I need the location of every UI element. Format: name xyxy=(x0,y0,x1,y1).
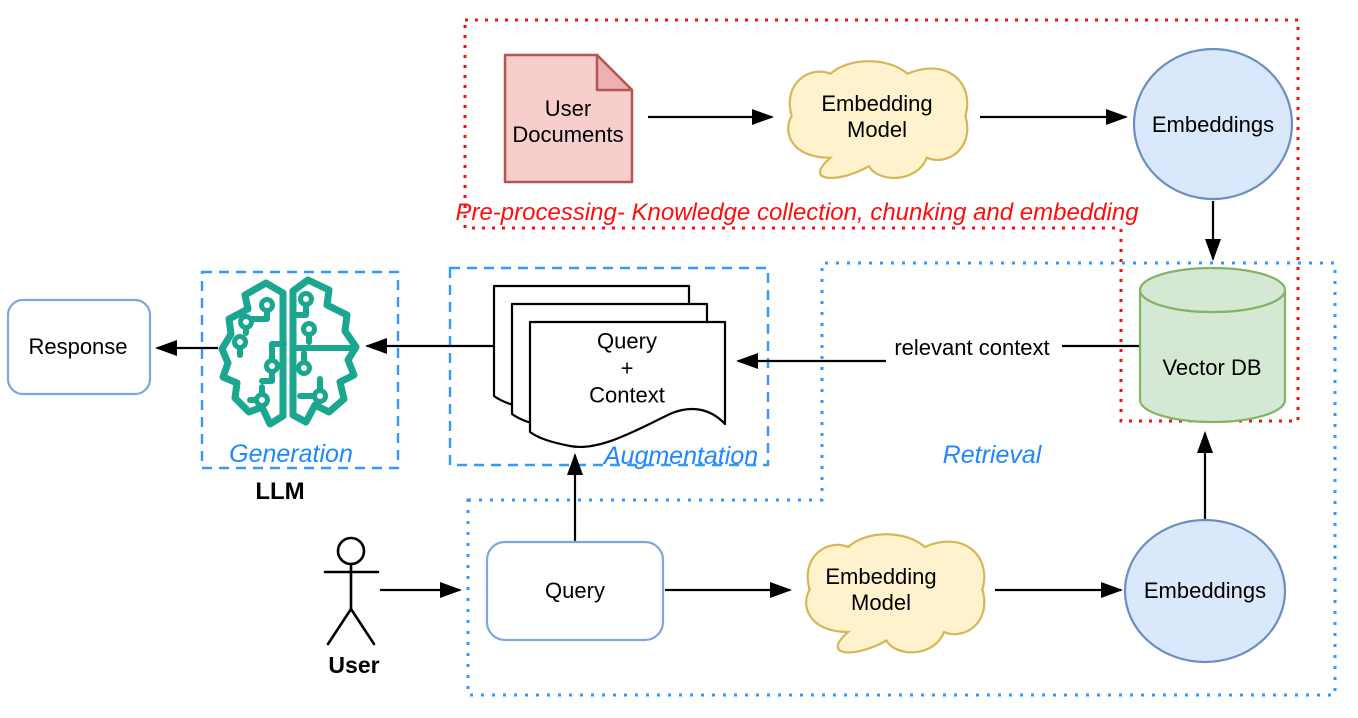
response-label: Response xyxy=(28,334,128,359)
relevant-context-label: relevant context xyxy=(894,335,1050,360)
embedding-model-bottom-label: Embedding Model xyxy=(825,564,937,615)
user-label: User xyxy=(328,652,380,678)
llm-brain-icon xyxy=(218,276,360,428)
user-documents-label: User Documents xyxy=(512,96,624,147)
generation-region-border xyxy=(200,270,400,470)
generation-region-label: Generation xyxy=(229,440,353,468)
retrieval-region-border xyxy=(466,261,1337,697)
user-figure-icon xyxy=(323,536,380,646)
query-box xyxy=(485,540,665,642)
embeddings-bottom-shape xyxy=(1123,518,1287,664)
user-documents-shape xyxy=(503,53,634,184)
augmentation-region-label: Augmentation xyxy=(603,442,759,470)
embedding-model-top-label: Embedding Model xyxy=(821,91,933,142)
response-box xyxy=(6,298,152,396)
vector-db-label: Vector DB xyxy=(1162,355,1262,380)
embeddings-bottom-label: Embeddings xyxy=(1143,578,1267,603)
query-context-stack xyxy=(492,284,727,449)
retrieval-region-label: Retrieval xyxy=(942,441,1042,469)
embedding-model-top-shape xyxy=(787,60,969,180)
augmentation-region-border xyxy=(448,266,770,467)
preprocessing-region-border xyxy=(463,18,1300,423)
connectors xyxy=(155,109,1221,598)
vector-db-shape xyxy=(1138,266,1287,424)
embedding-model-bottom-shape xyxy=(805,533,986,654)
embeddings-top-shape xyxy=(1132,47,1294,201)
embeddings-top-label: Embeddings xyxy=(1151,112,1275,137)
stack-sheet-front xyxy=(528,320,727,449)
document-fold xyxy=(595,53,634,92)
query-label: Query xyxy=(545,578,605,603)
preprocessing-region-label: Pre-processing- Knowledge collection, ch… xyxy=(455,199,1139,226)
llm-label: LLM xyxy=(255,478,305,505)
query-context-label: Query + Context xyxy=(589,328,665,408)
